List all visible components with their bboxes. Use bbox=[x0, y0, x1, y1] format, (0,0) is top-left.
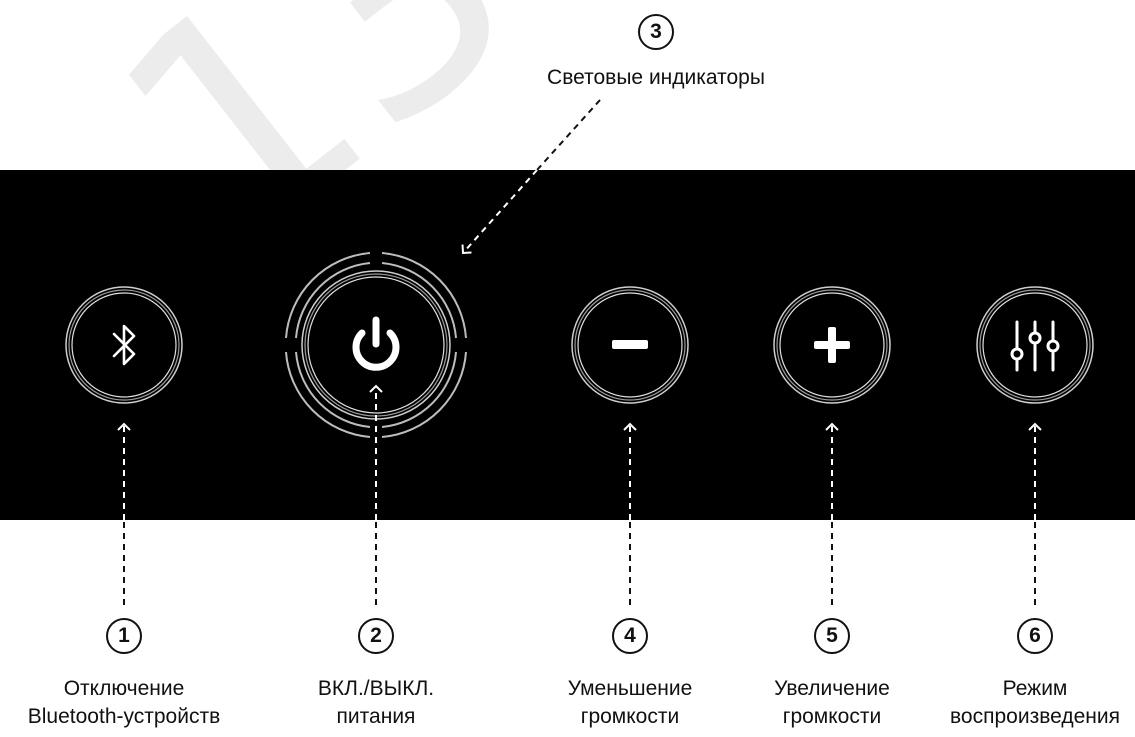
volume-down-button[interactable] bbox=[571, 286, 689, 404]
leader-3-light bbox=[461, 169, 538, 255]
callout-label-1: Отключение Bluetooth-устройств bbox=[28, 675, 220, 731]
callout-label-2: ВКЛ./ВЫКЛ. питания bbox=[318, 675, 434, 731]
callout-label-5-line1: Увеличение bbox=[774, 677, 890, 700]
callout-label-4: Уменьшение громкости bbox=[568, 675, 693, 731]
callout-label-4-line2: громкости bbox=[580, 705, 680, 728]
callout-number-1: 1 bbox=[106, 618, 142, 654]
callout-number-6: 6 bbox=[1017, 618, 1053, 654]
callout-label-6: Режим воспроизведения bbox=[950, 675, 1120, 731]
light-ring-icon bbox=[285, 252, 467, 438]
bluetooth-icon bbox=[112, 324, 136, 366]
leader-3-dark bbox=[536, 99, 601, 171]
button-panel bbox=[0, 170, 1135, 520]
callout-label-3-line1: Световые индикаторы bbox=[547, 66, 765, 89]
power-button[interactable] bbox=[301, 270, 451, 420]
callout-label-1-line2: Bluetooth-устройств bbox=[27, 705, 221, 728]
callout-label-6-line2: воспроизведения bbox=[950, 705, 1120, 728]
callout-label-2-line1: ВКЛ./ВЫКЛ. bbox=[317, 677, 435, 700]
callout-number-2: 2 bbox=[358, 618, 394, 654]
play-mode-button[interactable] bbox=[976, 286, 1094, 404]
callout-label-4-line1: Уменьшение bbox=[567, 677, 693, 700]
minus-icon bbox=[612, 340, 648, 349]
callout-number-5: 5 bbox=[814, 618, 850, 654]
volume-up-button[interactable] bbox=[773, 286, 891, 404]
callout-label-1-line1: Отключение bbox=[63, 677, 185, 700]
power-icon bbox=[352, 316, 400, 371]
callout-label-2-line2: питания bbox=[336, 705, 416, 728]
plus-icon bbox=[814, 327, 850, 363]
callout-label-6-line1: Режим bbox=[1002, 677, 1068, 700]
equalizer-icon bbox=[1010, 320, 1060, 372]
callout-number-4: 4 bbox=[612, 618, 648, 654]
bluetooth-button[interactable] bbox=[65, 286, 183, 404]
callout-label-5-line2: громкости bbox=[782, 705, 882, 728]
leader-lines bbox=[117, 99, 1042, 605]
callout-label-3: Световые индикаторы bbox=[547, 64, 765, 92]
callout-number-3: 3 bbox=[638, 14, 674, 50]
callout-label-5: Увеличение громкости bbox=[774, 675, 890, 731]
